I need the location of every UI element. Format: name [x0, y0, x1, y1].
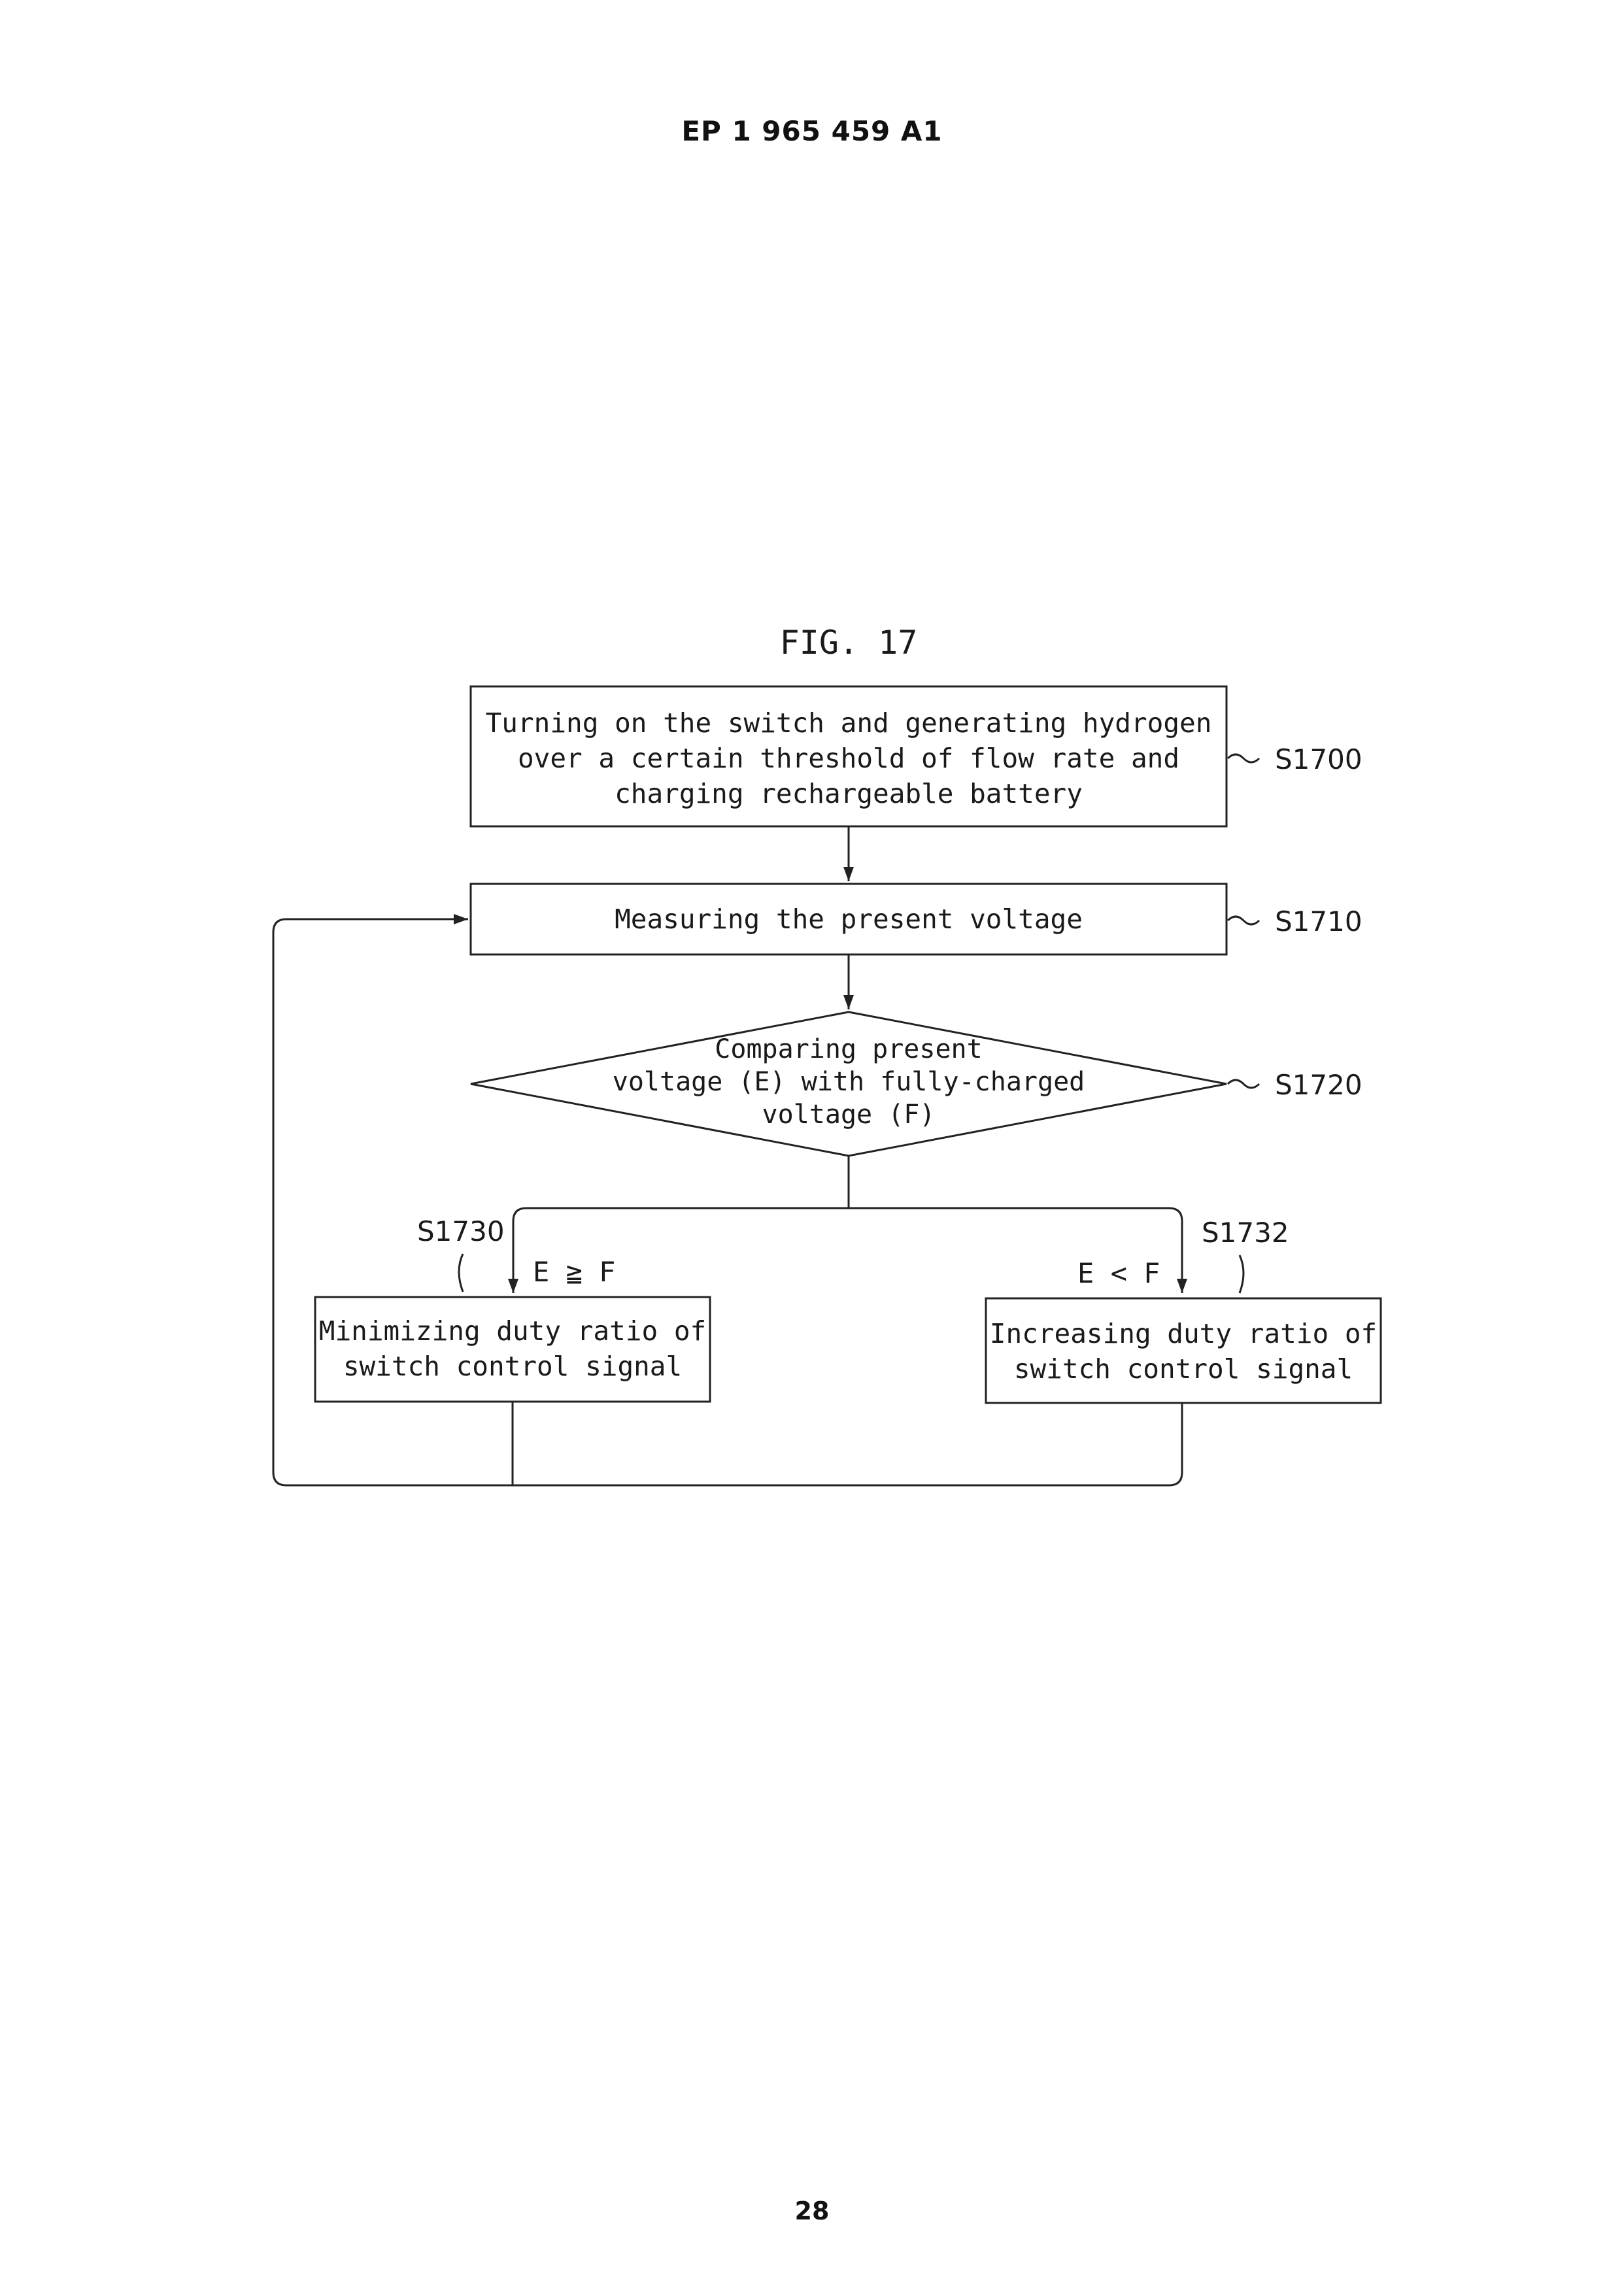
step-s1732-line-1: Increasing duty ratio of: [990, 1318, 1377, 1349]
figure-title: FIG. 17: [780, 624, 918, 662]
condition-e-ge-f: E ≧ F: [533, 1256, 615, 1288]
step-s1730-line-2: switch control signal: [343, 1351, 682, 1382]
step-s1700-line-1: Turning on the switch and generating hyd…: [486, 707, 1212, 739]
step-s1700-tilde: [1228, 754, 1259, 762]
step-s1700-id: S1700: [1275, 743, 1362, 775]
step-s1720-id: S1720: [1275, 1069, 1362, 1101]
step-s1720-line-3: voltage (F): [762, 1100, 936, 1130]
step-s1720-line-1: Comparing present: [715, 1034, 982, 1064]
step-s1720-tilde: [1228, 1080, 1259, 1088]
step-s1730-id: S1730: [417, 1215, 505, 1247]
step-s1730-box: [315, 1297, 710, 1402]
step-s1732-leader: [1240, 1255, 1243, 1293]
step-s1732-box: [986, 1298, 1381, 1403]
step-s1700-line-2: over a certain threshold of flow rate an…: [518, 743, 1179, 774]
step-s1710-line-1: Measuring the present voltage: [615, 903, 1083, 935]
page-number: 28: [0, 2197, 1624, 2225]
step-s1732-line-2: switch control signal: [1014, 1353, 1353, 1385]
step-s1700-line-3: charging rechargeable battery: [615, 778, 1083, 809]
step-s1720-line-2: voltage (E) with fully-charged: [613, 1067, 1085, 1097]
condition-e-lt-f: E < F: [1077, 1257, 1160, 1289]
step-s1730-line-1: Minimizing duty ratio of: [319, 1315, 706, 1347]
step-s1710-tilde: [1228, 917, 1259, 924]
step-s1732-id: S1732: [1202, 1217, 1289, 1249]
branch-left-arrow: [513, 1208, 526, 1293]
step-s1710-id: S1710: [1275, 905, 1362, 937]
step-s1730-leader: [459, 1254, 463, 1292]
